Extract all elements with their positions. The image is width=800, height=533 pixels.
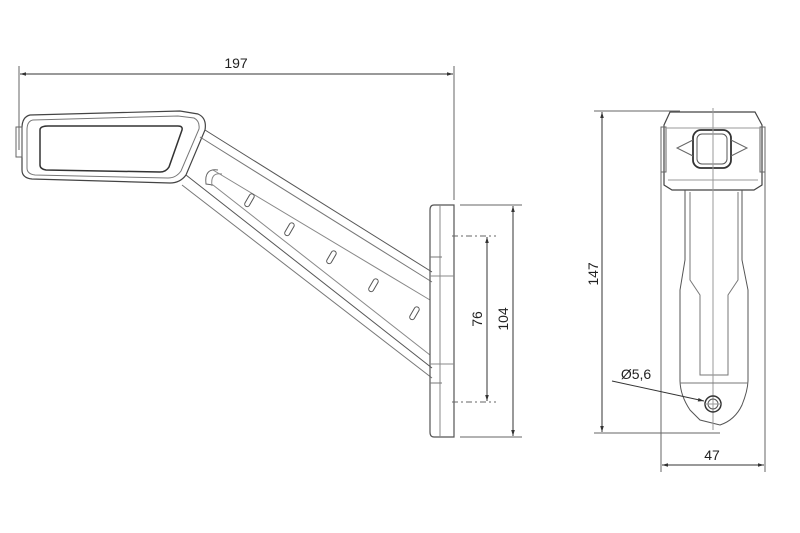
dimension-104 <box>460 204 522 438</box>
dimension-label-hole-diameter: Ø5,6 <box>621 366 652 382</box>
hole-leader-line <box>611 380 705 402</box>
arm <box>181 129 433 379</box>
dimension-label-47: 47 <box>704 447 720 463</box>
vent-slots <box>244 193 420 321</box>
side-view <box>15 66 522 438</box>
dimension-147 <box>594 110 720 434</box>
front-view <box>594 108 766 472</box>
dimension-197 <box>18 66 455 200</box>
dimension-label-197: 197 <box>224 55 248 71</box>
lamp-head <box>15 110 206 184</box>
dimension-76 <box>452 235 496 403</box>
mounting-base <box>429 204 455 438</box>
dimension-label-76: 76 <box>469 311 485 327</box>
dimension-label-104: 104 <box>495 307 511 331</box>
dimension-47 <box>660 172 766 472</box>
front-body <box>679 108 749 430</box>
dimension-label-147: 147 <box>585 262 601 286</box>
